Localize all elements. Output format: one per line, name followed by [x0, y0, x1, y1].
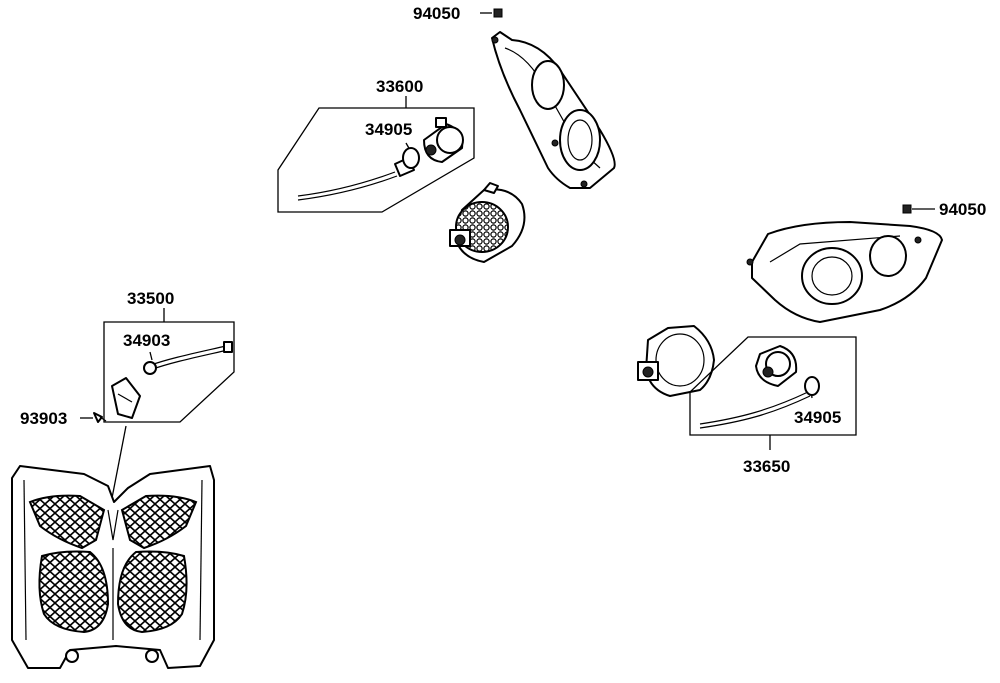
label-34903: 34903	[123, 331, 171, 350]
nut-94050-right	[902, 204, 912, 214]
bulb-socket-left	[423, 117, 464, 163]
label-34905-left: 34905	[365, 120, 413, 139]
socket-wire-left	[297, 147, 420, 201]
reflector-right	[637, 325, 715, 397]
housing-right	[746, 221, 943, 323]
position-lamp	[111, 377, 141, 419]
label-94050-right: 94050	[939, 200, 987, 219]
label-94050-top: 94050	[413, 4, 461, 23]
label-34905-right: 34905	[794, 408, 842, 427]
socket-wire-right	[699, 376, 820, 429]
label-33500: 33500	[127, 289, 175, 308]
front-cover	[11, 465, 215, 669]
housing-left	[491, 31, 616, 189]
label-33650: 33650	[743, 457, 791, 476]
wire-34903	[143, 341, 233, 375]
reflector-left	[449, 182, 526, 263]
nut-94050-top	[493, 8, 503, 18]
screw-93903	[93, 412, 107, 423]
kit-box-33500	[103, 308, 235, 423]
bulb-socket-right	[755, 345, 798, 387]
label-93903: 93903	[20, 409, 68, 428]
label-33600: 33600	[376, 77, 424, 96]
